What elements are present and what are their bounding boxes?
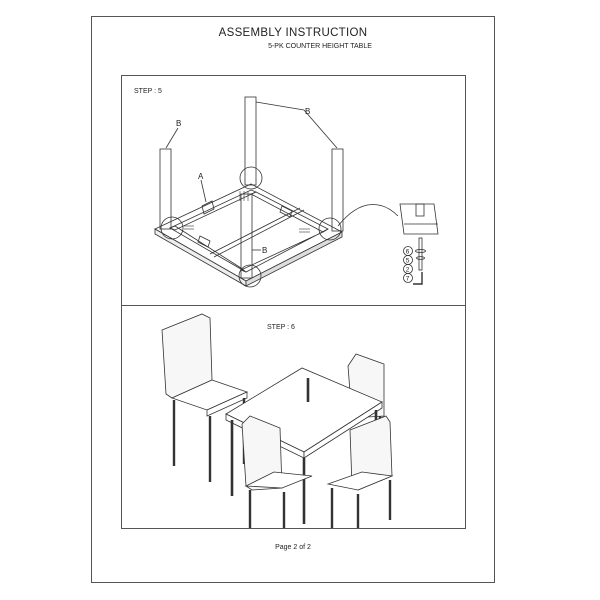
step-5-label: STEP : 5	[134, 88, 162, 95]
hardware-part-7: 7	[406, 275, 410, 282]
step-6-label: STEP : 6	[267, 324, 295, 331]
corner-highlight-right	[318, 217, 342, 241]
callout-leg-b-front: B	[262, 246, 267, 255]
chair-front-right	[326, 415, 394, 528]
leg-back-center	[244, 96, 257, 186]
callout-leg-b-right: B	[305, 107, 310, 116]
leg-back-left	[159, 148, 172, 230]
leg-back-right	[331, 148, 344, 232]
document-subtitle: 5-PK COUNTER HEIGHT TABLE	[268, 43, 372, 50]
hardware-part-2: 2	[406, 266, 410, 273]
hardware-part-5: 5	[406, 257, 410, 264]
chair-back-left	[161, 313, 249, 482]
step-6-panel: STEP : 6	[121, 305, 466, 529]
callout-bracket-a: A	[198, 172, 204, 181]
corner-highlight-left	[160, 216, 184, 240]
corner-highlight-bottom	[238, 264, 262, 288]
step-5-panel: STEP : 5	[121, 75, 466, 305]
step-5-illustration: B B B A 6 5 2 7	[154, 96, 439, 288]
corner-highlight-top	[239, 166, 263, 190]
instruction-sheet: ASSEMBLY INSTRUCTION 5-PK COUNTER HEIGHT…	[91, 16, 495, 583]
hardware-part-6: 6	[406, 248, 410, 255]
step-6-illustration	[161, 313, 394, 528]
chair-front-left	[241, 415, 313, 528]
document-title: ASSEMBLY INSTRUCTION	[218, 27, 368, 39]
leg-front-center	[240, 193, 253, 279]
callout-leg-b-left: B	[176, 119, 181, 128]
page-number: Page 2 of 2	[275, 544, 311, 551]
